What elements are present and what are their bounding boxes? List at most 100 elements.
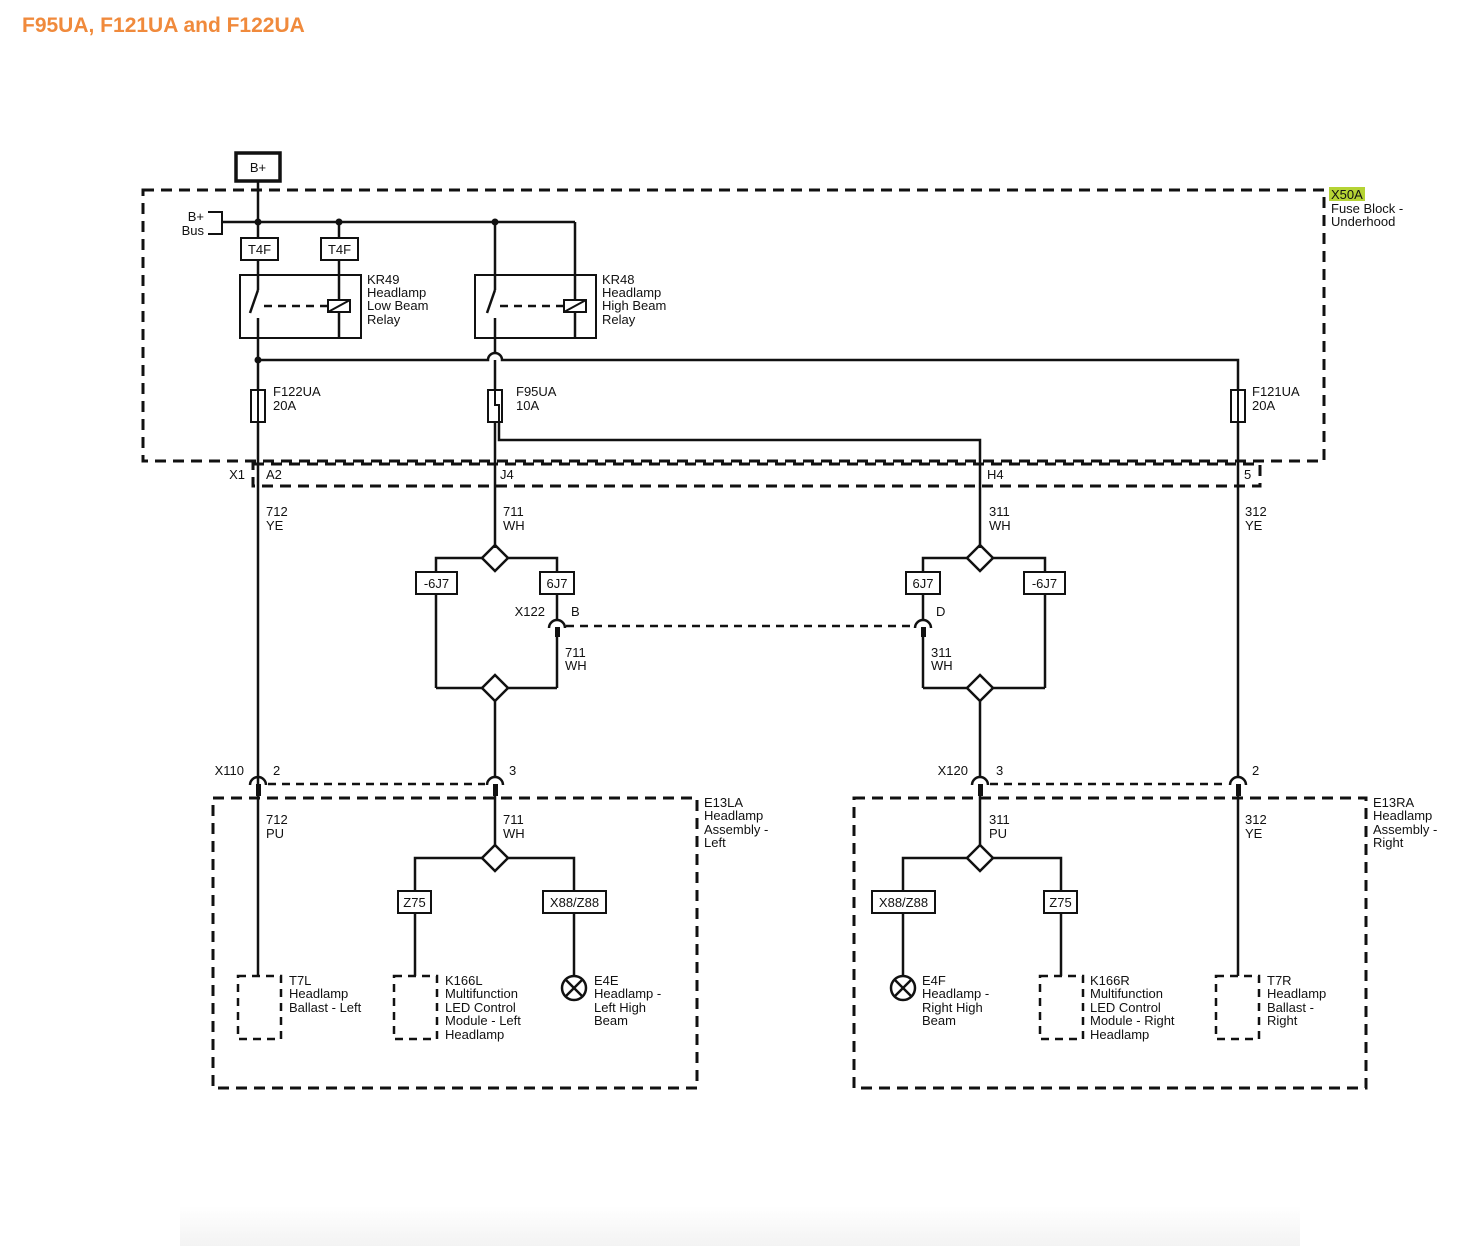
- svg-text:6J7: 6J7: [547, 576, 568, 591]
- svg-text:Assembly -: Assembly -: [704, 822, 768, 837]
- svg-text:Right High: Right High: [922, 1000, 983, 1015]
- assembly-e13la-label: E13LA Headlamp Assembly - Left: [704, 795, 768, 850]
- circuit-711-wh-mid: 711 WH: [565, 645, 587, 673]
- svg-text:YE: YE: [1245, 826, 1263, 841]
- led-module-k166l: K166L Multifunction LED Control Module -…: [392, 973, 521, 1042]
- pin-5: 5: [1244, 467, 1251, 482]
- svg-text:20A: 20A: [273, 398, 296, 413]
- svg-text:Ballast - Left: Ballast - Left: [289, 1000, 362, 1015]
- svg-text:Relay: Relay: [602, 312, 636, 327]
- svg-text:Underhood: Underhood: [1331, 214, 1395, 229]
- connector-x1: [251, 462, 1262, 488]
- connector-x110-label: X110: [215, 763, 244, 778]
- connector-x122-label: X122: [515, 604, 545, 619]
- svg-text:Low Beam: Low Beam: [367, 298, 428, 313]
- pin-h4: H4: [987, 467, 1004, 482]
- fuse-f95ua: F95UA 10A: [487, 384, 557, 423]
- svg-text:E13LA: E13LA: [704, 795, 743, 810]
- svg-text:Module - Right: Module - Right: [1090, 1013, 1175, 1028]
- svg-text:B+: B+: [250, 160, 266, 175]
- svg-text:10A: 10A: [516, 398, 539, 413]
- svg-text:T7R: T7R: [1267, 973, 1292, 988]
- svg-text:KR48: KR48: [602, 272, 635, 287]
- svg-text:311: 311: [931, 645, 952, 660]
- page-title: F95UA, F121UA and F122UA: [22, 14, 305, 37]
- option-tag-x88-z88-left: X88/Z88: [542, 890, 607, 914]
- circuit-712-pu: 712 PU: [266, 812, 288, 841]
- assembly-e13la-boundary: [211, 796, 699, 1090]
- svg-text:Headlamp: Headlamp: [367, 285, 426, 300]
- svg-text:LED Control: LED Control: [1090, 1000, 1161, 1015]
- svg-text:WH: WH: [931, 658, 953, 673]
- svg-text:B+: B+: [188, 209, 204, 224]
- svg-text:Beam: Beam: [594, 1013, 628, 1028]
- circuit-311-wh-mid: 311 WH: [931, 645, 953, 673]
- svg-text:Z75: Z75: [403, 895, 425, 910]
- option-tag-not-6j7-right: -6J7: [1023, 571, 1066, 595]
- svg-text:Bus: Bus: [182, 223, 205, 238]
- option-tag-z75-left: Z75: [397, 890, 432, 914]
- option-tag-not-6j7-left: -6J7: [415, 571, 458, 595]
- svg-text:312: 312: [1245, 504, 1267, 519]
- circuit-312-ye: 312 YE: [1245, 504, 1267, 533]
- svg-text:K166L: K166L: [445, 973, 483, 988]
- connector-x120-label: X120: [938, 763, 968, 778]
- pin-d: D: [936, 604, 945, 619]
- circuit-711-wh-low: 711 WH: [503, 812, 525, 841]
- svg-text:X50A: X50A: [1331, 187, 1363, 202]
- svg-text:Right: Right: [1267, 1013, 1298, 1028]
- svg-text:Headlamp: Headlamp: [1267, 986, 1326, 1001]
- bottom-shadow: [180, 1206, 1300, 1246]
- svg-text:K166R: K166R: [1090, 973, 1130, 988]
- svg-text:312: 312: [1245, 812, 1267, 827]
- svg-text:High Beam: High Beam: [602, 298, 666, 313]
- assembly-e13ra-boundary: [852, 796, 1368, 1090]
- option-tag-z75-right: Z75: [1043, 890, 1078, 914]
- connector-x1-label: X1: [229, 467, 245, 482]
- svg-text:X88/Z88: X88/Z88: [550, 895, 599, 910]
- svg-text:YE: YE: [266, 518, 284, 533]
- svg-text:Headlamp -: Headlamp -: [594, 986, 661, 1001]
- svg-text:711: 711: [503, 812, 524, 827]
- pin-j4: J4: [500, 467, 514, 482]
- relay-kr49: KR49 Headlamp Low Beam Relay: [239, 272, 428, 360]
- svg-text:Z75: Z75: [1049, 895, 1071, 910]
- svg-text:T4F: T4F: [328, 242, 351, 257]
- svg-text:T4F: T4F: [248, 242, 271, 257]
- bplus-bus-label: B+ Bus: [182, 209, 223, 238]
- circuit-311-pu: 311 PU: [989, 812, 1010, 841]
- svg-text:-6J7: -6J7: [424, 576, 449, 591]
- circuit-711-wh: 711 WH: [503, 504, 525, 533]
- svg-text:LED Control: LED Control: [445, 1000, 516, 1015]
- svg-text:WH: WH: [565, 658, 587, 673]
- lamp-e4e-icon: [560, 974, 588, 1002]
- svg-text:Headlamp: Headlamp: [445, 1027, 504, 1042]
- svg-text:Left High: Left High: [594, 1000, 646, 1015]
- svg-text:WH: WH: [503, 826, 525, 841]
- svg-text:Fuse Block -: Fuse Block -: [1331, 201, 1403, 216]
- svg-text:Headlamp -: Headlamp -: [922, 986, 989, 1001]
- svg-text:F95UA: F95UA: [516, 384, 557, 399]
- svg-text:Headlamp: Headlamp: [1090, 1027, 1149, 1042]
- pin-x110-2: 2: [273, 763, 280, 778]
- svg-text:YE: YE: [1245, 518, 1263, 533]
- option-tag-t4f-right: T4F: [320, 237, 359, 261]
- svg-text:X88/Z88: X88/Z88: [879, 895, 928, 910]
- relay-kr48: KR48 Headlamp High Beam Relay: [474, 272, 666, 353]
- circuit-311-wh: 311 WH: [989, 504, 1011, 533]
- pin-b: B: [571, 604, 580, 619]
- svg-text:E4E: E4E: [594, 973, 619, 988]
- svg-text:-6J7: -6J7: [1032, 576, 1057, 591]
- svg-text:Right: Right: [1373, 835, 1404, 850]
- svg-text:Module - Left: Module - Left: [445, 1013, 521, 1028]
- svg-text:711: 711: [503, 504, 524, 519]
- svg-text:WH: WH: [503, 518, 525, 533]
- svg-text:Beam: Beam: [922, 1013, 956, 1028]
- svg-text:311: 311: [989, 504, 1010, 519]
- svg-text:Relay: Relay: [367, 312, 401, 327]
- svg-text:E4F: E4F: [922, 973, 946, 988]
- option-tag-6j7-left: 6J7: [539, 571, 575, 595]
- circuit-712-ye: 712 YE: [266, 504, 288, 533]
- svg-text:Headlamp: Headlamp: [704, 808, 763, 823]
- svg-text:712: 712: [266, 812, 288, 827]
